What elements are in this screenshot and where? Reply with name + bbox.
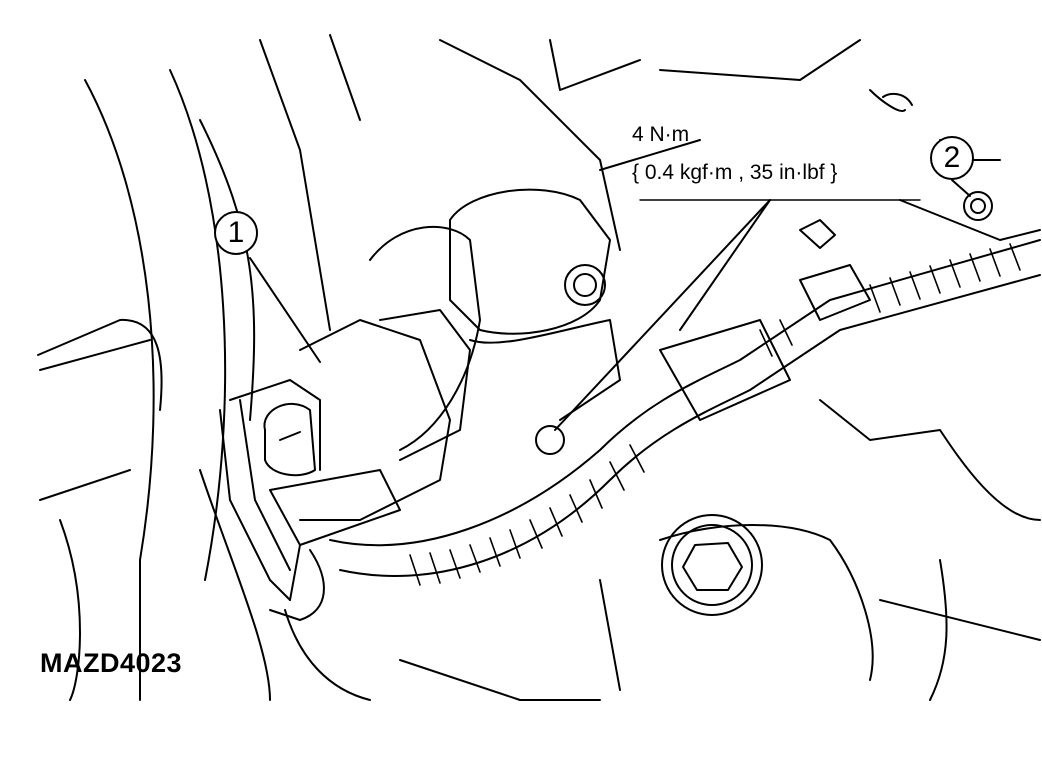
sensor-body — [369, 188, 621, 461]
torque-value-label: 4 N·m — [632, 123, 690, 146]
callout-1-leader — [249, 257, 321, 363]
torque-alternate-units-label: { 0.4 kgf·m , 35 in·lbf } — [632, 161, 838, 184]
callout-2-leader — [951, 179, 971, 197]
wire-harness — [269, 239, 1041, 621]
mounting-bolt — [799, 191, 993, 249]
callout-2-marker: 2 — [930, 136, 974, 180]
hex-bolt — [661, 514, 763, 616]
engine-housing-lines — [37, 34, 1041, 701]
figure-id-label: MAZD4023 — [40, 648, 183, 678]
torque-leader-lines — [554, 199, 921, 431]
callout-1-marker: 1 — [214, 211, 258, 255]
connector — [219, 319, 451, 601]
